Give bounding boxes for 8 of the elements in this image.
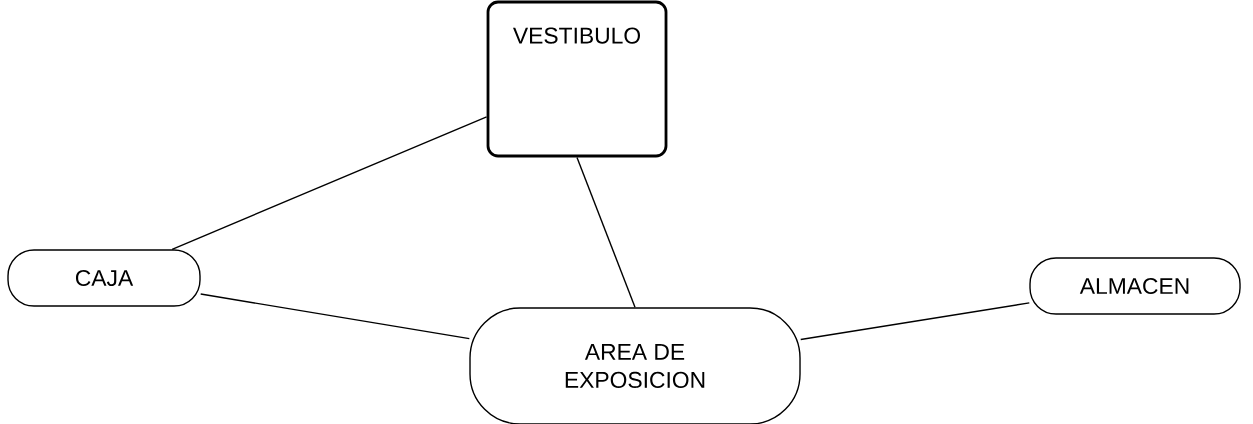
connector-line [800, 302, 1030, 341]
room-box: VESTIBULO [486, 0, 668, 158]
connector-line [200, 293, 470, 340]
room-pill: CAJA [7, 249, 201, 307]
connector-line [171, 116, 488, 250]
room-pill: AREA DE EXPOSICION [469, 307, 801, 424]
connector-line [576, 156, 636, 308]
room-pill: ALMACEN [1029, 257, 1241, 315]
